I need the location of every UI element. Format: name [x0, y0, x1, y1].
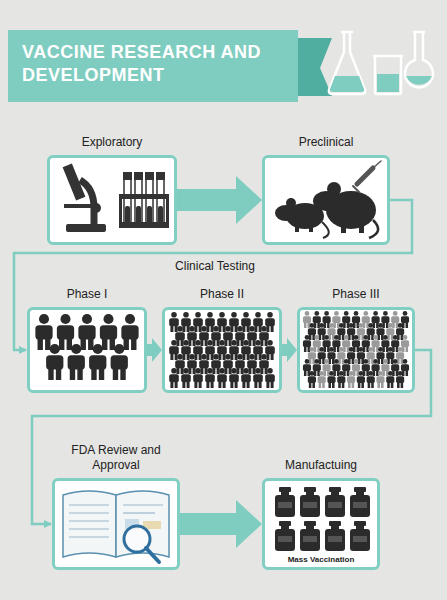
stage-heading: Manufactuing [256, 458, 386, 474]
people-group [300, 310, 412, 390]
microscope-illustration [50, 158, 174, 242]
stage-box: Phase III [297, 307, 415, 393]
people-group [165, 310, 279, 390]
stage-heading: Phase I [22, 287, 152, 303]
title-text: VACCINE RESEARCH AND DEVELOPMENT [22, 41, 288, 88]
stage-heading: Phase II [157, 287, 287, 303]
box-caption: Mass Vaccination [267, 555, 375, 564]
group-label: Clinical Testing [140, 259, 290, 273]
title-banner: VACCINE RESEARCH AND DEVELOPMENT [8, 30, 298, 102]
flask-icons [325, 26, 440, 100]
stage-heading: Exploratory [47, 135, 177, 151]
stage-box: FDA Review and Approval [52, 478, 180, 570]
flow-arrow [172, 500, 262, 548]
stage-box: Exploratory [47, 155, 177, 245]
rats-illustration [265, 158, 387, 242]
vaccine-vials [265, 481, 377, 567]
stage-box: Preclinical [262, 155, 390, 245]
stage-box: Phase II [162, 307, 282, 393]
people-group [30, 310, 144, 390]
book-magnifier [55, 481, 177, 567]
stage-heading: Phase III [291, 287, 421, 303]
stage-box: ManufactuingMass Vaccination [262, 478, 380, 570]
stage-heading: FDA Review and Approval [51, 443, 181, 474]
flow-arrow [169, 176, 262, 224]
stage-box: Phase I [27, 307, 147, 393]
stage-heading: Preclinical [261, 135, 391, 151]
